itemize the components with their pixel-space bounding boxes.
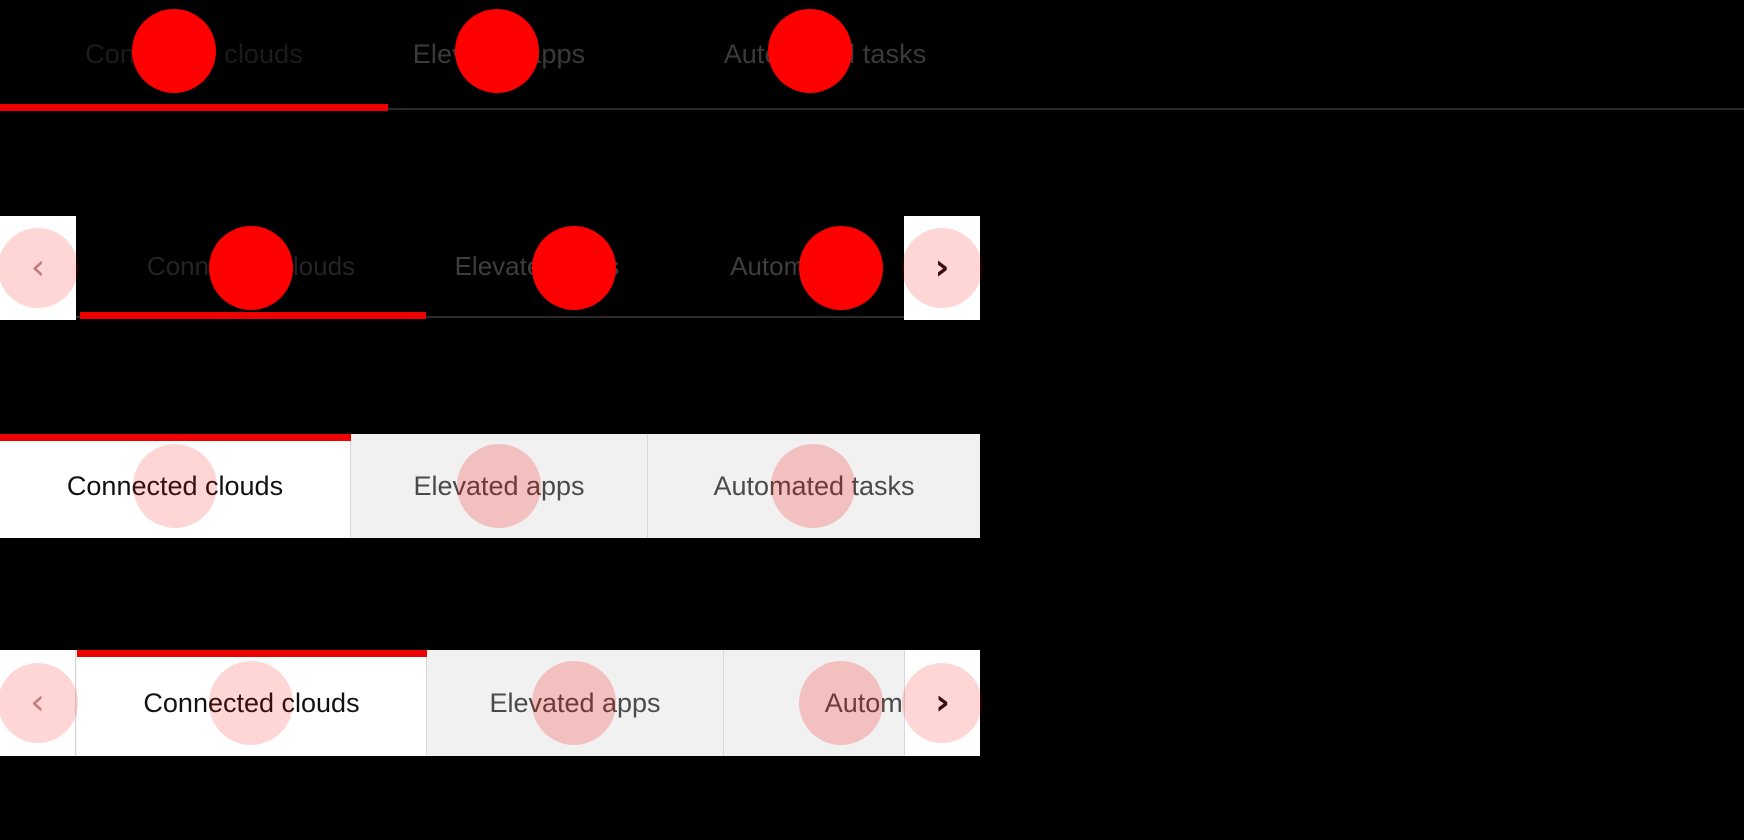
- tab-baseline: [76, 316, 904, 318]
- tabstrip[interactable]: Connected clouds Elevated apps Automated: [77, 650, 904, 756]
- scroll-right-button[interactable]: ›: [904, 650, 980, 756]
- chevron-left-icon: ‹: [30, 682, 45, 723]
- tab-baseline: [0, 108, 1744, 110]
- tabs-row-scrollable-segmented-light: ‹ Connected clouds Elevated apps Automat…: [0, 650, 980, 756]
- tab-connected-clouds[interactable]: Connected clouds: [77, 650, 427, 756]
- tab-automated-tasks[interactable]: Automated: [724, 650, 904, 756]
- tab-active-indicator: [0, 434, 351, 441]
- tab-connected-clouds[interactable]: Connected clouds: [0, 434, 351, 538]
- tabs-row-scrollable-dark: ‹ Connected clouds Elevated apps Automat…: [0, 216, 980, 320]
- scroll-left-button[interactable]: ‹: [0, 650, 76, 756]
- tab-active-indicator: [80, 312, 426, 319]
- tab-connected-clouds[interactable]: Connected clouds: [0, 0, 388, 108]
- chevron-right-icon: ›: [935, 682, 950, 723]
- tab-automated-tasks[interactable]: Automated tasks: [648, 434, 980, 538]
- tab-active-indicator: [0, 104, 388, 111]
- tabstrip: Connected clouds Elevated apps Automated…: [0, 0, 1744, 112]
- tab-connected-clouds[interactable]: Connected clouds: [76, 216, 426, 316]
- scroll-right-button[interactable]: ›: [904, 216, 980, 320]
- tabs-row-underline-dark: Connected clouds Elevated apps Automated…: [0, 0, 1744, 112]
- tab-automated-tasks[interactable]: Automated: [648, 216, 904, 316]
- tab-active-indicator: [77, 650, 427, 657]
- tabstrip[interactable]: Connected clouds Elevated apps Automated: [76, 216, 904, 320]
- tab-automated-tasks[interactable]: Automated tasks: [610, 0, 1040, 108]
- tab-elevated-apps[interactable]: Elevated apps: [388, 0, 610, 108]
- chevron-right-icon: ›: [934, 247, 950, 288]
- scroll-left-button[interactable]: ‹: [0, 216, 76, 320]
- tab-elevated-apps[interactable]: Elevated apps: [351, 434, 648, 538]
- tabs-row-segmented-light: Connected clouds Elevated apps Automated…: [0, 434, 980, 538]
- chevron-left-icon: ‹: [30, 247, 46, 288]
- tab-elevated-apps[interactable]: Elevated apps: [426, 216, 648, 316]
- tab-elevated-apps[interactable]: Elevated apps: [427, 650, 724, 756]
